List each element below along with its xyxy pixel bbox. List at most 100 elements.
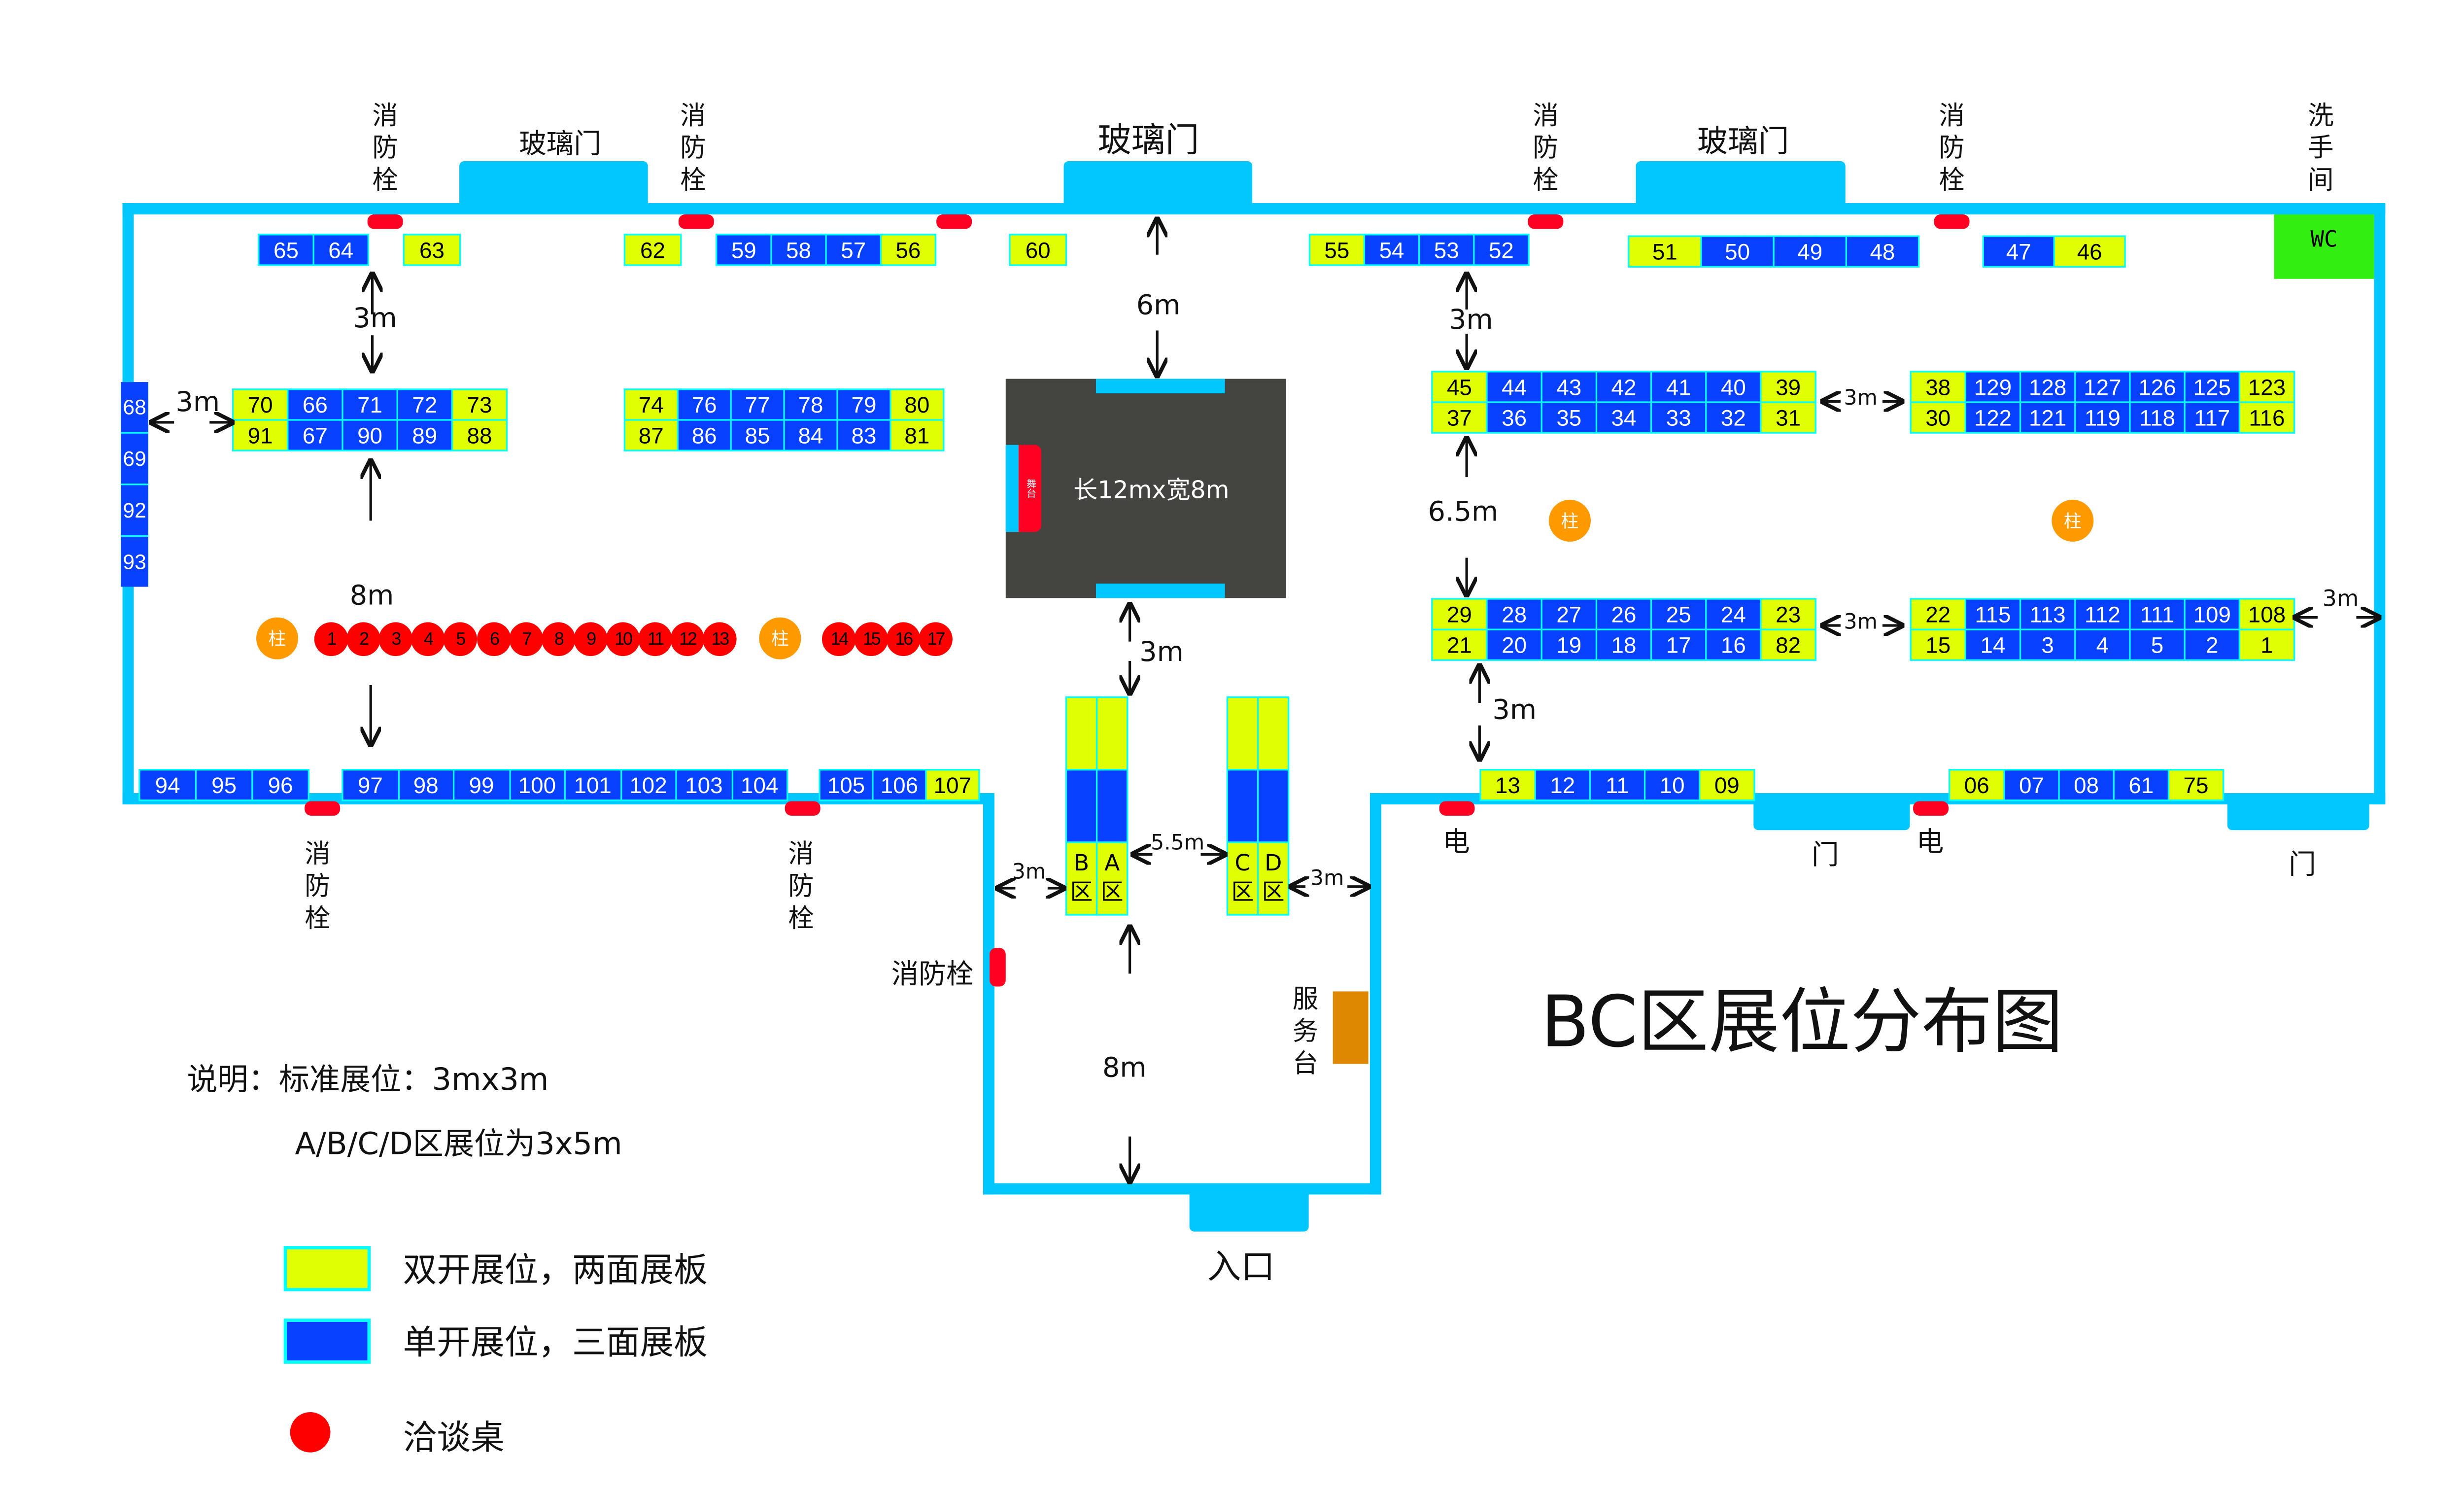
booth-single[interactable]: 98: [399, 770, 453, 800]
booth-single[interactable]: 97: [343, 770, 398, 800]
booth-single[interactable]: 33: [1652, 403, 1706, 432]
booth-single[interactable]: 121: [2021, 403, 2075, 432]
booth-single[interactable]: 102: [621, 770, 676, 800]
booth-double[interactable]: 06: [1950, 770, 2004, 800]
booth-single[interactable]: 34: [1597, 403, 1650, 432]
booth-double[interactable]: 55: [1310, 235, 1364, 265]
booth-double[interactable]: 75: [2169, 770, 2223, 800]
booth-single[interactable]: 77: [731, 390, 784, 419]
booth-single[interactable]: 53: [1420, 235, 1473, 265]
booth-single[interactable]: 72: [398, 390, 451, 419]
booth-single[interactable]: 19: [1542, 630, 1596, 659]
booth-double[interactable]: 09: [1700, 770, 1754, 800]
booth-double[interactable]: 123: [2240, 372, 2293, 402]
booth-single[interactable]: 92: [121, 485, 148, 535]
booth-single[interactable]: 68: [121, 382, 148, 432]
booth-double[interactable]: 31: [1761, 403, 1815, 432]
booth-single[interactable]: 40: [1707, 372, 1760, 402]
booth-single[interactable]: 79: [838, 390, 890, 419]
booth-double[interactable]: 116: [2240, 403, 2293, 432]
booth-single[interactable]: 89: [398, 420, 451, 450]
booth-single[interactable]: 115: [1966, 599, 2019, 629]
booth-single[interactable]: 129: [1966, 372, 2019, 402]
booth-double[interactable]: 87: [625, 420, 677, 450]
booth-single[interactable]: 08: [2059, 770, 2113, 800]
booth-single[interactable]: 86: [678, 420, 730, 450]
booth-single[interactable]: 64: [314, 235, 368, 265]
booth-double[interactable]: 73: [453, 390, 506, 419]
booth-single[interactable]: 83: [838, 420, 890, 450]
booth-single[interactable]: 24: [1707, 599, 1760, 629]
booth-single[interactable]: 07: [2005, 770, 2058, 800]
booth-single[interactable]: 93: [121, 537, 148, 587]
booth-double[interactable]: 80: [891, 390, 943, 419]
booth-single[interactable]: 43: [1542, 372, 1596, 402]
booth-single[interactable]: 95: [197, 770, 252, 800]
booth-single[interactable]: 104: [732, 770, 787, 800]
booth-single[interactable]: 113: [2021, 599, 2075, 629]
booth-single[interactable]: 85: [731, 420, 784, 450]
booth-single[interactable]: 5: [2130, 630, 2184, 659]
booth-single[interactable]: 101: [565, 770, 620, 800]
booth-single[interactable]: 69: [121, 433, 148, 484]
booth-single[interactable]: 105: [820, 770, 872, 800]
booth-double[interactable]: 29: [1433, 599, 1486, 629]
booth-single[interactable]: 16: [1707, 630, 1760, 659]
booth-double[interactable]: 1: [2240, 630, 2293, 659]
booth-double[interactable]: 51: [1629, 237, 1701, 266]
booth-single[interactable]: 67: [288, 420, 342, 450]
booth-single[interactable]: 12: [1536, 770, 1589, 800]
booth-single[interactable]: 103: [677, 770, 731, 800]
booth-single[interactable]: 84: [785, 420, 837, 450]
booth-double[interactable]: 37: [1433, 403, 1486, 432]
booth-double[interactable]: 45: [1433, 372, 1486, 402]
booth-single[interactable]: 3: [2021, 630, 2075, 659]
booth-single[interactable]: 50: [1702, 237, 1773, 266]
booth-single[interactable]: 27: [1542, 599, 1596, 629]
booth-single[interactable]: 17: [1652, 630, 1706, 659]
booth-single[interactable]: 94: [140, 770, 195, 800]
booth-single[interactable]: 44: [1487, 372, 1541, 402]
booth-single[interactable]: 126: [2130, 372, 2184, 402]
booth-double[interactable]: 56: [881, 235, 935, 265]
booth-single[interactable]: 109: [2185, 599, 2239, 629]
booth-single[interactable]: 125: [2185, 372, 2239, 402]
booth-double[interactable]: 62: [625, 235, 681, 265]
booth-single[interactable]: 25: [1652, 599, 1706, 629]
booth-double[interactable]: 63: [404, 235, 460, 265]
booth-double[interactable]: 46: [2054, 237, 2124, 266]
booth-single[interactable]: 128: [2021, 372, 2075, 402]
booth-single[interactable]: 106: [873, 770, 925, 800]
booth-single[interactable]: 61: [2114, 770, 2168, 800]
booth-single[interactable]: 112: [2076, 599, 2129, 629]
booth-single[interactable]: 65: [259, 235, 313, 265]
booth-single[interactable]: 78: [785, 390, 837, 419]
booth-double[interactable]: 88: [453, 420, 506, 450]
booth-single[interactable]: 59: [717, 235, 771, 265]
booth-single[interactable]: 28: [1487, 599, 1541, 629]
booth-single[interactable]: 47: [1984, 237, 2053, 266]
booth-double[interactable]: 22: [1911, 599, 1965, 629]
booth-double[interactable]: 15: [1911, 630, 1965, 659]
booth-single[interactable]: 71: [343, 390, 397, 419]
booth-single[interactable]: 48: [1847, 237, 1918, 266]
booth-double[interactable]: 107: [926, 770, 979, 800]
booth-single[interactable]: 127: [2076, 372, 2129, 402]
booth-single[interactable]: 36: [1487, 403, 1541, 432]
booth-single[interactable]: 10: [1645, 770, 1699, 800]
booth-single[interactable]: 117: [2185, 403, 2239, 432]
booth-single[interactable]: 18: [1597, 630, 1650, 659]
booth-double[interactable]: 60: [1010, 235, 1065, 265]
booth-single[interactable]: 122: [1966, 403, 2019, 432]
booth-double[interactable]: 70: [234, 390, 287, 419]
booth-single[interactable]: 90: [343, 420, 397, 450]
booth-single[interactable]: 2: [2185, 630, 2239, 659]
booth-double[interactable]: 39: [1761, 372, 1815, 402]
booth-double[interactable]: 30: [1911, 403, 1965, 432]
booth-double[interactable]: 81: [891, 420, 943, 450]
booth-double[interactable]: 13: [1481, 770, 1535, 800]
booth-single[interactable]: 111: [2130, 599, 2184, 629]
booth-single[interactable]: 58: [772, 235, 825, 265]
booth-single[interactable]: 66: [288, 390, 342, 419]
booth-double[interactable]: 38: [1911, 372, 1965, 402]
